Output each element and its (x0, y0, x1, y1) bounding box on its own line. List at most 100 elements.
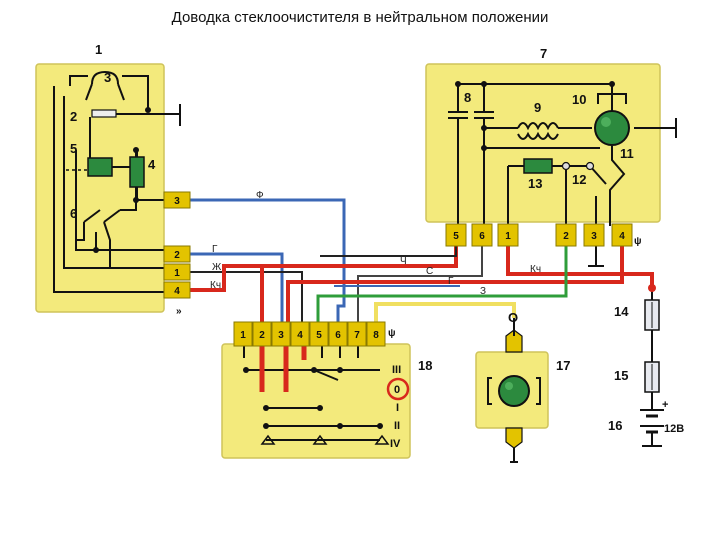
fuse-14 (644, 299, 660, 331)
motor-pin-label-2: 6 (479, 231, 485, 242)
wire-label-zh: Ж (212, 262, 222, 273)
switch-pin-label-5: 5 (316, 330, 322, 341)
wire-ch-black (320, 246, 457, 257)
switch-pos-I: I (396, 402, 399, 414)
diagram-title: Доводка стеклоочистителя в нейтральном п… (171, 9, 549, 26)
switch-pos-III: III (392, 364, 401, 376)
relay-pin-3: 1 (163, 263, 191, 281)
switch-pos-IV: IV (390, 438, 401, 450)
label-1: 1 (95, 42, 102, 57)
motor-pin-1: 5 (445, 223, 467, 247)
relay-pin-2: 2 (163, 245, 191, 263)
wire-g-blue (190, 252, 284, 322)
switch-pos-II: II (394, 420, 400, 432)
relay-pin-label-4: 4 (174, 286, 180, 297)
relay-unit-1 (35, 63, 165, 313)
label-2: 2 (70, 109, 77, 124)
fuse-15 (644, 361, 660, 393)
relay-internal-circuit (53, 70, 181, 293)
motor-pin-label-4: 2 (563, 231, 569, 242)
label-14: 14 (614, 304, 629, 319)
wire-label-z: З (480, 286, 486, 297)
switch-pin-label-8: 8 (373, 330, 379, 341)
switch-triangles (260, 434, 390, 445)
motor-pin-3: 1 (497, 223, 519, 247)
switch-pin-7: 7 (347, 321, 367, 347)
label-7: 7 (540, 46, 547, 61)
switch-pin-3: 3 (271, 321, 291, 347)
battery-plus-label: + (662, 399, 668, 411)
label-4: 4 (148, 157, 156, 172)
label-11: 11 (620, 146, 634, 161)
label-8: 8 (464, 90, 471, 105)
switch-black-links (243, 346, 359, 358)
switch-pin-6: 6 (328, 321, 348, 347)
label-15: 15 (614, 368, 628, 383)
label-13: 13 (528, 176, 542, 191)
switch-pin-label-4: 4 (297, 330, 303, 341)
label-17: 17 (556, 358, 570, 373)
label-10: 10 (572, 92, 586, 107)
motor-ground (588, 246, 604, 267)
relay-pin-label-3: 1 (174, 268, 180, 279)
battery-16 (640, 409, 664, 447)
motor-connectors: 5 6 1 2 3 4 (445, 223, 633, 247)
label-3: 3 (104, 70, 111, 85)
motor-gearbox-unit-7 (425, 63, 661, 223)
switch-pin-label-7: 7 (354, 330, 360, 341)
wire-s-grey (357, 246, 483, 322)
motor-pin-symbol: ψ (634, 236, 642, 247)
switch-pin-5: 5 (309, 321, 329, 347)
relay-pin-1: 3 (163, 191, 191, 209)
relay-pin-label-1: 3 (174, 196, 180, 207)
washer-pump-internals (487, 318, 541, 463)
wire-red-to-connector (286, 246, 624, 322)
motor-pin-4: 2 (555, 223, 577, 247)
wire-label-g1: Г (212, 244, 218, 255)
component-numbers: 1 3 2 5 4 6 7 8 9 10 11 12 13 14 15 16 1… (70, 42, 634, 433)
label-6: 6 (70, 206, 77, 221)
switch-pin-2: 2 (252, 321, 272, 347)
motor-internal-circuit (448, 83, 677, 226)
motor-pin-label-5: 3 (591, 231, 597, 242)
switch-red-links (259, 346, 307, 392)
switch-pin-label-3: 3 (278, 330, 284, 341)
switch-pin-1: 1 (233, 321, 253, 347)
relay-pin-symbol: » (176, 306, 182, 317)
red-node (648, 284, 656, 292)
motor-components (455, 81, 630, 174)
motor-pin-2: 6 (471, 223, 493, 247)
wire-label-kch2: Кч (530, 264, 541, 275)
wire-label-f: Ф (256, 190, 264, 201)
wire-kch-red-right (506, 246, 654, 288)
motor-pin-label-1: 5 (453, 231, 459, 242)
motor-pin-label-3: 1 (505, 231, 511, 242)
wire-z-green (316, 246, 568, 322)
relay-pin-label-2: 2 (174, 250, 180, 261)
relay-connectors: 3 2 1 4 (163, 191, 191, 299)
wire-label-ch: Ч (400, 256, 407, 267)
wire-zh-black (190, 271, 303, 322)
battery-voltage-label: 12В (664, 423, 684, 435)
switch-pin-symbol: ψ (388, 328, 396, 339)
wire-label-g2: Г (448, 276, 454, 287)
motor-pin-6: 4 (611, 223, 633, 247)
wire-yellow-pump (374, 302, 516, 322)
label-12: 12 (572, 172, 586, 187)
switch-pin-8: 8 (366, 321, 386, 347)
switch-position-labels: III 0 I II IV (390, 364, 401, 450)
motor-pin-label-6: 4 (619, 231, 625, 242)
label-18: 18 (418, 358, 432, 373)
relay-pin-4: 4 (163, 281, 191, 299)
switch-pin-label-2: 2 (259, 330, 265, 341)
switch-pos-0: 0 (394, 384, 400, 396)
relay-junction-dots (93, 107, 151, 253)
wire-label-kch1: Кч (210, 280, 221, 291)
switch-pin-label-1: 1 (240, 330, 246, 341)
label-5: 5 (70, 141, 77, 156)
wire-kch-red-left (190, 246, 458, 292)
wire-f-blue (190, 198, 346, 322)
label-9: 9 (534, 100, 541, 115)
